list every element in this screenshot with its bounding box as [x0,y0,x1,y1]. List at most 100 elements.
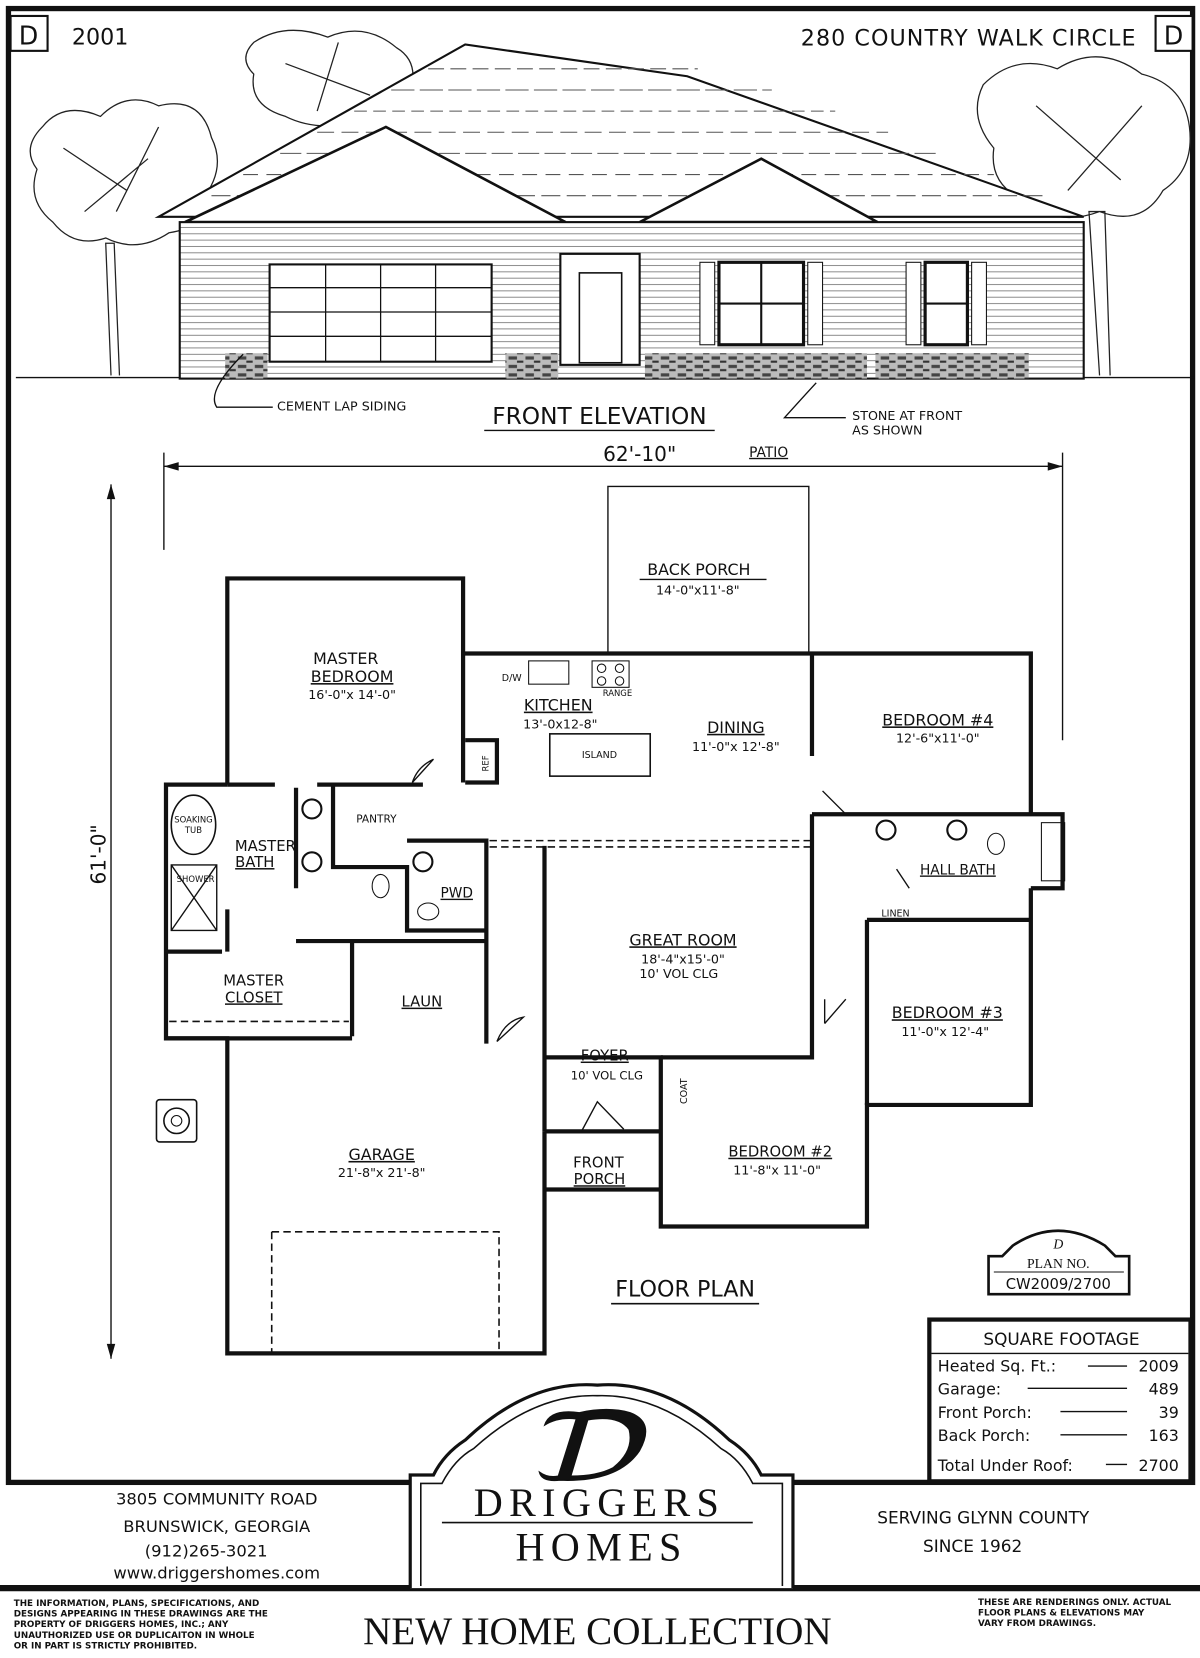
disclaimer-right: THESE ARE RENDERINGS ONLY. ACTUAL FLOOR … [978,1598,1172,1629]
svg-text:(912)265-3021: (912)265-3021 [145,1541,268,1560]
label-bedroom-2: BEDROOM #2 [728,1144,832,1161]
sqft-title: SQUARE FOOTAGE [983,1329,1139,1349]
label-dining: DINING [707,718,765,737]
label-front-porch: FRONT [573,1154,625,1171]
label-laundry: LAUN [402,994,443,1011]
svg-text:18'-4"x15'-0": 18'-4"x15'-0" [641,951,725,966]
label-island: ISLAND [582,750,617,761]
svg-text:CW2009/2700: CW2009/2700 [1006,1276,1111,1293]
svg-text:21'-8"x 21'-8": 21'-8"x 21'-8" [338,1165,426,1180]
svg-text:10' VOL CLG: 10' VOL CLG [639,966,718,981]
label-master-bedroom: MASTER [313,649,378,668]
svg-text:DESIGNS APPEARING IN THESE DRA: DESIGNS APPEARING IN THESE DRAWINGS ARE … [14,1610,268,1620]
svg-text:12'-6"x11'-0": 12'-6"x11'-0" [896,730,980,745]
sqft-row-label: Garage: [938,1380,1001,1399]
label-ref: REF [480,755,490,771]
sqft-row-value: 2700 [1139,1456,1179,1475]
svg-text:10' VOL CLG: 10' VOL CLG [571,1069,643,1083]
front-elevation-drawing [15,29,1195,419]
sqft-row-label: Total Under Roof: [937,1456,1073,1475]
svg-text:61'-0": 61'-0" [87,824,111,884]
sqft-row-label: Heated Sq. Ft.: [938,1356,1056,1375]
svg-text:THE INFORMATION, PLANS, SPECIF: THE INFORMATION, PLANS, SPECIFICATIONS, … [14,1599,260,1609]
company-tagline: SERVING GLYNN COUNTY SINCE 1962 [877,1508,1090,1557]
sqft-row-value: 163 [1149,1426,1179,1445]
svg-text:SINCE 1962: SINCE 1962 [923,1536,1022,1556]
sqft-row-value: 2009 [1139,1356,1179,1375]
svg-text:13'-0x12-8": 13'-0x12-8" [523,717,597,732]
svg-text:14'-0"x11'-8": 14'-0"x11'-8" [656,582,740,597]
svg-text:OR IN PART IS STRICTLY PROHIBI: OR IN PART IS STRICTLY PROHIBITED. [14,1641,197,1651]
label-patio: PATIO [749,445,788,461]
sqft-row-label: Front Porch: [938,1403,1032,1422]
depth-dimension: 61'-0" [87,484,116,1359]
svg-text:16'-0"x 14'-0": 16'-0"x 14'-0" [308,687,396,702]
label-shower: SHOWER [177,874,215,884]
svg-text:D: D [1052,1237,1063,1252]
svg-text:BRUNSWICK, GEORGIA: BRUNSWICK, GEORGIA [123,1517,311,1536]
svg-text:62'-10": 62'-10" [603,442,676,466]
svg-text:PROPERTY OF DRIGGERS HOMES, IN: PROPERTY OF DRIGGERS HOMES, INC.; ANY [14,1620,229,1630]
svg-text:D: D [1164,21,1184,51]
svg-text:FLOOR PLANS & ELEVATIONS MAY: FLOOR PLANS & ELEVATIONS MAY [978,1609,1145,1619]
floor-plan-walls [155,485,1066,1356]
svg-text:HOMES: HOMES [515,1525,687,1570]
label-linen: LINEN [881,909,909,920]
svg-text:TUB: TUB [184,825,202,835]
property-address: 280 COUNTRY WALK CIRCLE [801,26,1137,52]
svg-text:www.driggershomes.com: www.driggershomes.com [113,1564,320,1583]
elevation-title: FRONT ELEVATION [492,403,706,430]
corner-logo-right: D [1154,14,1194,52]
label-garage: GARAGE [349,1145,415,1164]
corner-logo-left: D [9,14,49,52]
room-labels: PATIO BACK PORCH 14'-0"x11'-8" MASTER BE… [174,445,1003,1305]
collection-title: NEW HOME COLLECTION [363,1610,832,1653]
svg-text:11'-0"x 12'-4": 11'-0"x 12'-4" [901,1024,989,1039]
svg-text:PLAN NO.: PLAN NO. [1027,1256,1090,1271]
sqft-row-label: Back Porch: [938,1426,1030,1445]
plan-year: 2001 [72,25,128,51]
svg-text:BEDROOM: BEDROOM [311,667,394,686]
label-kitchen: KITCHEN [524,696,593,715]
logo-monogram-d [538,1408,647,1482]
svg-text:VARY FROM DRAWINGS.: VARY FROM DRAWINGS. [978,1619,1096,1629]
floor-plan-title: FLOOR PLAN [615,1276,755,1302]
label-pantry: PANTRY [356,814,397,826]
label-master-bath: MASTER [235,838,296,855]
plan-number-badge: D PLAN NO. CW2009/2700 [987,1229,1131,1296]
label-bedroom-4: BEDROOM #4 [882,710,993,729]
square-footage-table: SQUARE FOOTAGE Heated Sq. Ft.: 2009 Gara… [927,1317,1193,1484]
width-dimension: 62'-10" [163,442,1064,741]
label-back-porch: BACK PORCH [647,560,750,579]
svg-text:UNAUTHORIZED USE OR DUPLICAITO: UNAUTHORIZED USE OR DUPLICAITON IN WHOLE [14,1631,255,1641]
tree-right [976,56,1191,376]
label-dw: D/W [502,673,523,684]
label-foyer: FOYER [581,1048,629,1065]
label-soaking-tub: SOAKING [174,815,213,825]
svg-text:SERVING GLYNN COUNTY: SERVING GLYNN COUNTY [877,1508,1090,1528]
svg-text:3805 COMMUNITY ROAD: 3805 COMMUNITY ROAD [116,1490,318,1509]
svg-text:PORCH: PORCH [574,1171,626,1188]
svg-text:11'-0"x 12'-8": 11'-0"x 12'-8" [692,739,780,754]
label-range: RANGE [603,688,632,698]
svg-text:BATH: BATH [235,854,274,871]
sqft-row-value: 39 [1159,1403,1179,1422]
svg-text:CLOSET: CLOSET [225,989,283,1006]
label-master-closet: MASTER [223,972,284,989]
elevation-note-stone-2: AS SHOWN [852,423,922,438]
label-great-room: GREAT ROOM [629,930,736,949]
svg-text:11'-8"x 11'-0": 11'-8"x 11'-0" [733,1163,821,1178]
label-hall-bath: HALL BATH [920,862,996,878]
svg-text:THESE ARE RENDERINGS ONLY. ACT: THESE ARE RENDERINGS ONLY. ACTUAL [978,1598,1172,1608]
elevation-note-siding: CEMENT LAP SIDING [277,398,406,413]
label-pwd: PWD [441,886,473,902]
svg-text:D: D [19,21,39,51]
label-bedroom-3: BEDROOM #3 [892,1003,1003,1022]
company-contact: 3805 COMMUNITY ROAD BRUNSWICK, GEORGIA (… [113,1490,320,1583]
elevation-note-stone-1: STONE AT FRONT [852,408,962,423]
svg-text:DRIGGERS: DRIGGERS [474,1480,726,1525]
disclaimer-left: THE INFORMATION, PLANS, SPECIFICATIONS, … [14,1599,268,1651]
driggers-homes-logo: DRIGGERS HOMES [408,1383,795,1589]
sqft-row-value: 489 [1149,1380,1179,1399]
